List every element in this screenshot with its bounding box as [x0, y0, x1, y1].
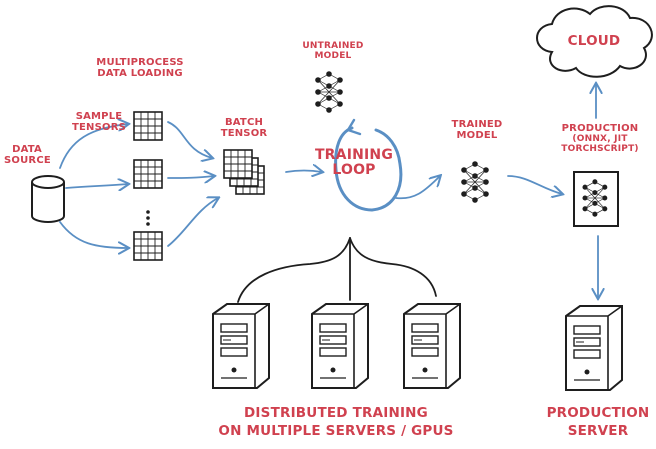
- trained-model-label: TRAINED MODEL: [446, 119, 508, 142]
- batch-tensor-label-line1: BATCH: [224, 117, 264, 128]
- sample-tensor-grid-icon: [133, 231, 163, 261]
- sample-tensors-label-line2: TENSORS: [71, 121, 127, 133]
- production-server-label: PRODUCTION SERVER: [546, 404, 650, 440]
- training-loop-label: TRAINING LOOP: [304, 147, 404, 179]
- batch-tensor-label-line2: TENSOR: [220, 127, 268, 139]
- multiprocess-label-line1: MULTIPROCESS: [96, 57, 184, 68]
- data-source-label: DATA SOURCE: [4, 144, 51, 167]
- cylinder-icon: [31, 175, 65, 223]
- multiprocess-data-loading-label: MULTIPROCESS DATA LOADING: [88, 57, 192, 80]
- loop-arrow-icon: [334, 118, 403, 212]
- sample-tensor-grid-icon: [133, 159, 163, 189]
- batch-tensor-label: BATCH TENSOR: [212, 117, 276, 140]
- training-loop-label-line1: TRAINING: [314, 147, 394, 163]
- training-loop-label-line2: LOOP: [332, 162, 376, 179]
- trained-model-label-line2: MODEL: [456, 129, 498, 141]
- server-tower-icon: [403, 303, 461, 389]
- data-source-label-line2: SOURCE: [4, 154, 51, 166]
- multiprocess-label-line2: DATA LOADING: [97, 67, 183, 79]
- production-label-line1: PRODUCTION: [561, 123, 639, 134]
- server-tower-icon: [311, 303, 369, 389]
- untrained-model-label-line2: MODEL: [314, 50, 352, 61]
- untrained-model-label-line1: UNTRAINED: [302, 41, 364, 51]
- distributed-training-label-line2: ON MULTIPLE SERVERS / GPUS: [218, 423, 454, 440]
- distributed-training-label: DISTRIBUTED TRAINING ON MULTIPLE SERVERS…: [196, 404, 476, 440]
- trained-model-neural-network-icon: [460, 160, 490, 204]
- cloud-icon: [536, 5, 653, 78]
- production-server-label-line1: PRODUCTION: [546, 405, 650, 421]
- data-flow-arrows: [59, 84, 598, 298]
- untrained-model-neural-network-icon: [314, 70, 344, 114]
- production-server-label-line2: SERVER: [567, 423, 629, 440]
- untrained-model-label: UNTRAINED MODEL: [296, 41, 370, 61]
- production-label-line3: TORCHSCRIPT): [561, 143, 639, 154]
- ellipsis-icon: [146, 210, 150, 226]
- production-label: PRODUCTION (ONNX, JIT TORCHSCRIPT): [552, 123, 648, 154]
- server-tower-icon: [212, 303, 270, 389]
- cloud-label: CLOUD: [567, 33, 621, 49]
- sample-tensors-label-line1: SAMPLE: [75, 111, 123, 122]
- brace-icon: [237, 237, 437, 303]
- sample-tensor-grid-icon: [133, 111, 163, 141]
- production-server-tower-icon: [565, 305, 623, 391]
- data-source-label-line1: DATA: [12, 144, 42, 155]
- stacked-grid-icon: [223, 149, 265, 195]
- distributed-training-label-line1: DISTRIBUTED TRAINING: [244, 405, 428, 421]
- production-model-icon: [573, 171, 619, 227]
- sample-tensors-label: SAMPLE TENSORS: [64, 111, 134, 134]
- trained-model-label-line1: TRAINED: [451, 119, 503, 130]
- production-label-line2: (ONNX, JIT: [572, 133, 628, 144]
